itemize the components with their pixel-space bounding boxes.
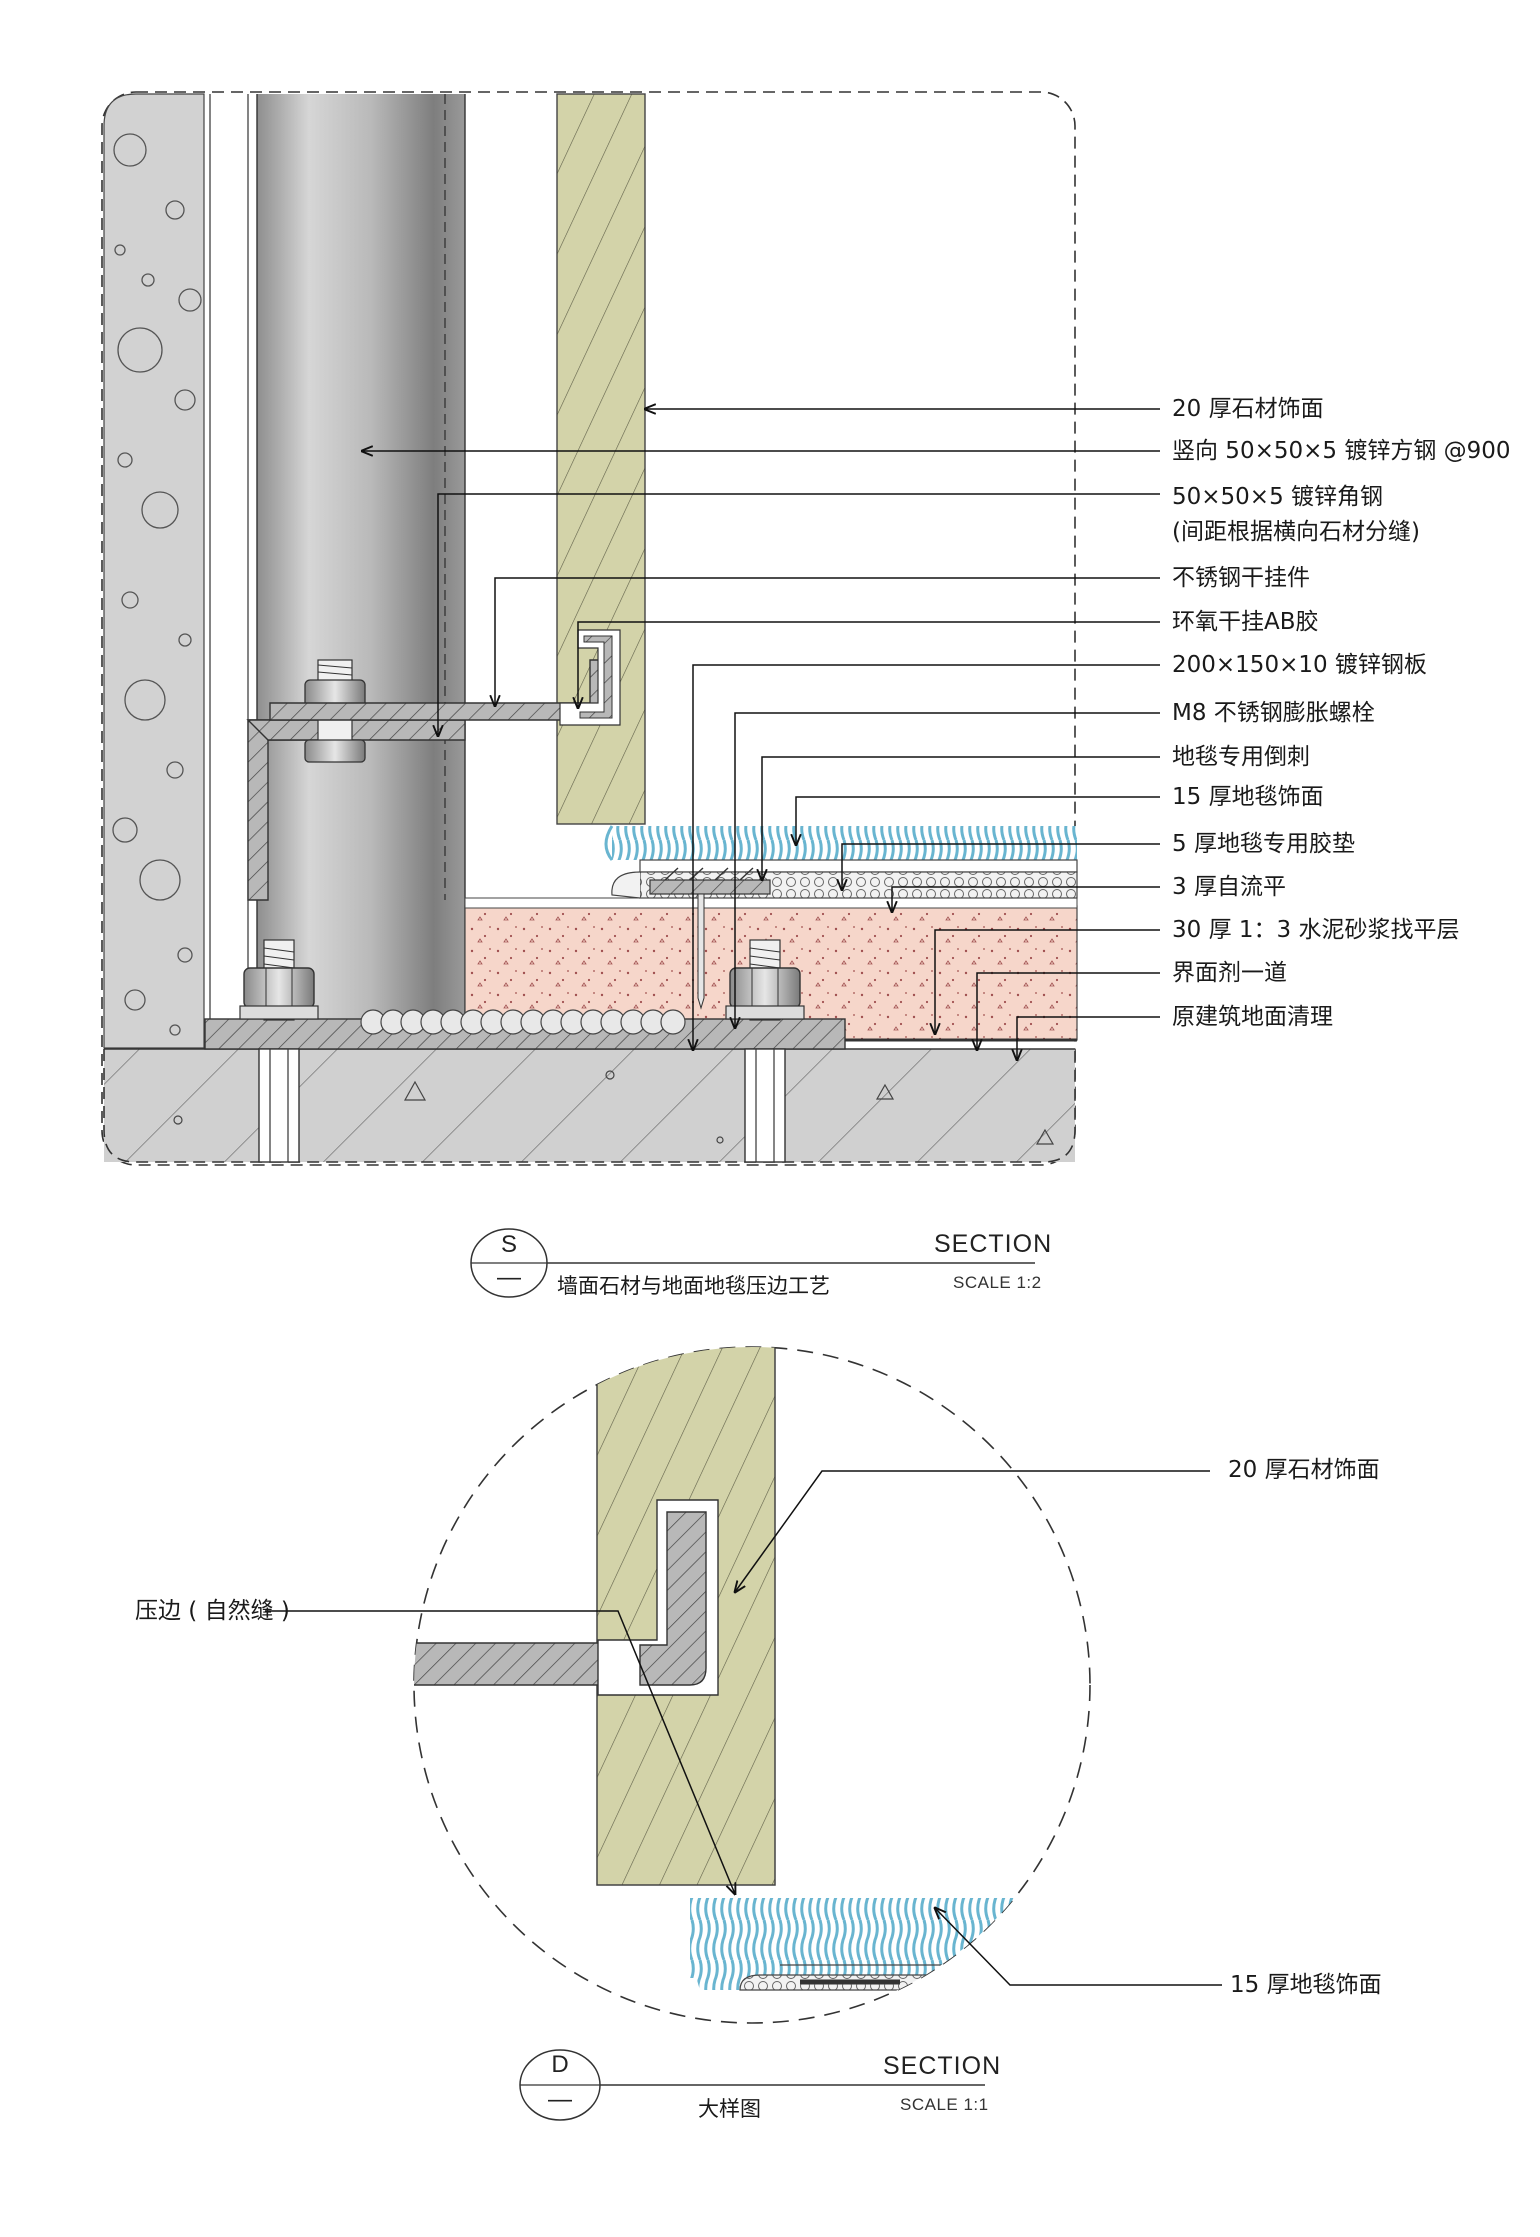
leaders-d <box>265 1470 1222 1986</box>
label-stone-finish: 20 厚石材饰面 <box>1172 396 1324 422</box>
section-kind-s: SECTION <box>934 1230 1053 1258</box>
detail-label-edge: 压边 ( 自然缝 ) <box>135 1598 290 1624</box>
section-scale-s: SCALE 1:2 <box>953 1273 1042 1292</box>
section-name-s: 墙面石材与地面地毯压边工艺 <box>557 1274 830 1298</box>
label-vertical-tube: 竖向 50×50×5 镀锌方钢 @900 <box>1172 438 1511 464</box>
title-block-s <box>470 1228 1035 1298</box>
label-steel-plate: 200×150×10 镀锌钢板 <box>1172 652 1427 678</box>
label-mortar-screed: 30 厚 1：3 水泥砂浆找平层 <box>1172 917 1460 943</box>
concrete-wall <box>103 93 205 1049</box>
symbol-letter-d: D <box>551 2051 569 2078</box>
weld-bead <box>360 1009 686 1035</box>
label-self-leveling: 3 厚自流平 <box>1172 874 1286 900</box>
section-scale-d: SCALE 1:1 <box>900 2095 989 2114</box>
symbol-sub-s: — <box>497 1264 521 1291</box>
section-border <box>101 91 1076 1166</box>
label-expansion-bolt: M8 不锈钢膨胀螺栓 <box>1172 700 1375 726</box>
symbol-sub-d: — <box>548 2086 572 2113</box>
label-ss-hanger: 不锈钢干挂件 <box>1172 565 1310 591</box>
label-carpet-gripper: 地毯专用倒刺 <box>1172 744 1310 770</box>
structural-slab <box>104 1049 1075 1162</box>
leaders-s <box>362 409 1160 1060</box>
section-kind-d: SECTION <box>883 2052 1002 2080</box>
symbol-letter-s: S <box>500 1231 517 1258</box>
carpet-assembly <box>604 825 1078 1010</box>
label-epoxy-glue: 环氧干挂AB胶 <box>1172 609 1319 635</box>
detail-label-stone: 20 厚石材饰面 <box>1228 1457 1380 1483</box>
label-angle-steel: 50×50×5 镀锌角钢 (间距根据横向石材分缝) <box>1172 484 1420 545</box>
anchor-bolts <box>239 939 805 1163</box>
detail-label-carpet: 15 厚地毯饰面 <box>1230 1972 1382 1998</box>
label-existing-floor: 原建筑地面清理 <box>1172 1004 1333 1030</box>
detail-d-drawing <box>414 1347 1021 1991</box>
square-tube <box>257 94 465 1049</box>
title-block-d <box>519 2049 985 2121</box>
label-carpet-pad: 5 厚地毯专用胶垫 <box>1172 831 1355 857</box>
label-interface-agent: 界面剂一道 <box>1172 960 1287 986</box>
section-name-d: 大样图 <box>698 2097 761 2121</box>
label-carpet-finish: 15 厚地毯饰面 <box>1172 784 1324 810</box>
